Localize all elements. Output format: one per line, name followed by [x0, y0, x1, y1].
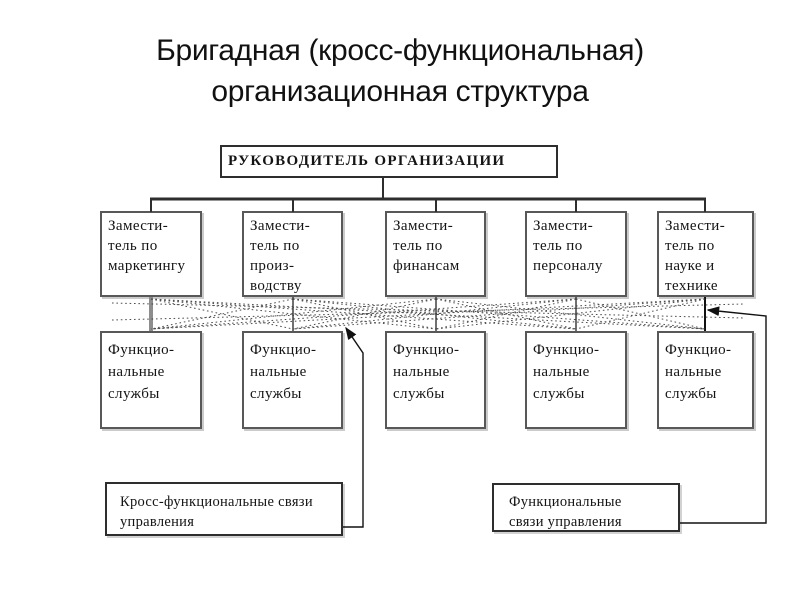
services-box-3: Функцио- нальные службы	[385, 331, 486, 429]
deputy-box-finance: Замести- тель по финансам	[385, 211, 486, 297]
cross-functional-mesh	[111, 298, 745, 330]
services-box-1: Функцио- нальные службы	[100, 331, 202, 429]
services-box-4: Функцио- нальные службы	[525, 331, 627, 429]
cross-functional-arrow	[343, 326, 364, 528]
hierarchy-connectors	[150, 178, 706, 212]
root-box: РУКОВОДИТЕЛЬ ОРГАНИЗАЦИИ	[220, 145, 558, 178]
deputy-box-science: Замести- тель по науке и технике	[657, 211, 754, 297]
deputy-box-personnel: Замести- тель по персоналу	[525, 211, 627, 297]
functional-link-lines	[149, 297, 706, 331]
services-box-2: Функцио- нальные службы	[242, 331, 343, 429]
services-box-5: Функцио- нальные службы	[657, 331, 754, 429]
deputy-box-production: Замести- тель по произ- водству	[242, 211, 343, 297]
legend-box-functional-links: Функциональные связи управления	[492, 483, 680, 532]
deputy-box-marketing: Замести- тель по маркетингу	[100, 211, 202, 297]
slide-title: Бригадная (кросс-функциональная) организ…	[156, 34, 644, 108]
legend-box-cross-functional-links: Кросс-функциональные связи управления	[105, 482, 343, 536]
